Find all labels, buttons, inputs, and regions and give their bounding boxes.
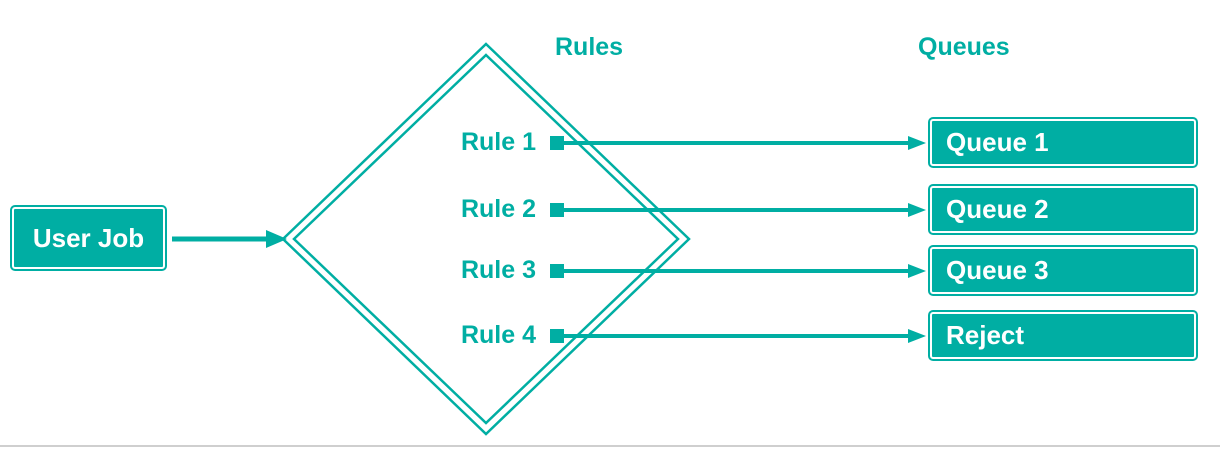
queue-3-node: Queue 3 [930, 247, 1196, 294]
rule-1-label: Rule 1 [460, 128, 536, 156]
queue-1-node: Queue 1 [930, 119, 1196, 166]
queue-2-node: Queue 2 [930, 186, 1196, 233]
rules-header: Rules [555, 33, 624, 61]
rule-4-label: Rule 4 [460, 321, 536, 349]
rule-2-connector-square [550, 203, 564, 217]
rule-4-arrowhead-icon [908, 329, 926, 343]
bottom-divider [0, 445, 1220, 447]
queues-header: Queues [918, 33, 1010, 61]
user-job-node: User Job [12, 207, 165, 269]
user-job-arrowhead-icon [266, 230, 287, 248]
rule-2-arrowhead-icon [908, 203, 926, 217]
rule-3-connector-square [550, 264, 564, 278]
rule-3-arrowhead-icon [908, 264, 926, 278]
decision-diamond-inner [292, 53, 680, 425]
rule-1-connector-square [550, 136, 564, 150]
rule-4-connector-square [550, 329, 564, 343]
rule-3-label: Rule 3 [460, 256, 536, 284]
reject-node: Reject [930, 312, 1196, 359]
rule-2-label: Rule 2 [460, 195, 536, 223]
rule-1-arrowhead-icon [908, 136, 926, 150]
decision-diamond-outer [281, 42, 691, 436]
